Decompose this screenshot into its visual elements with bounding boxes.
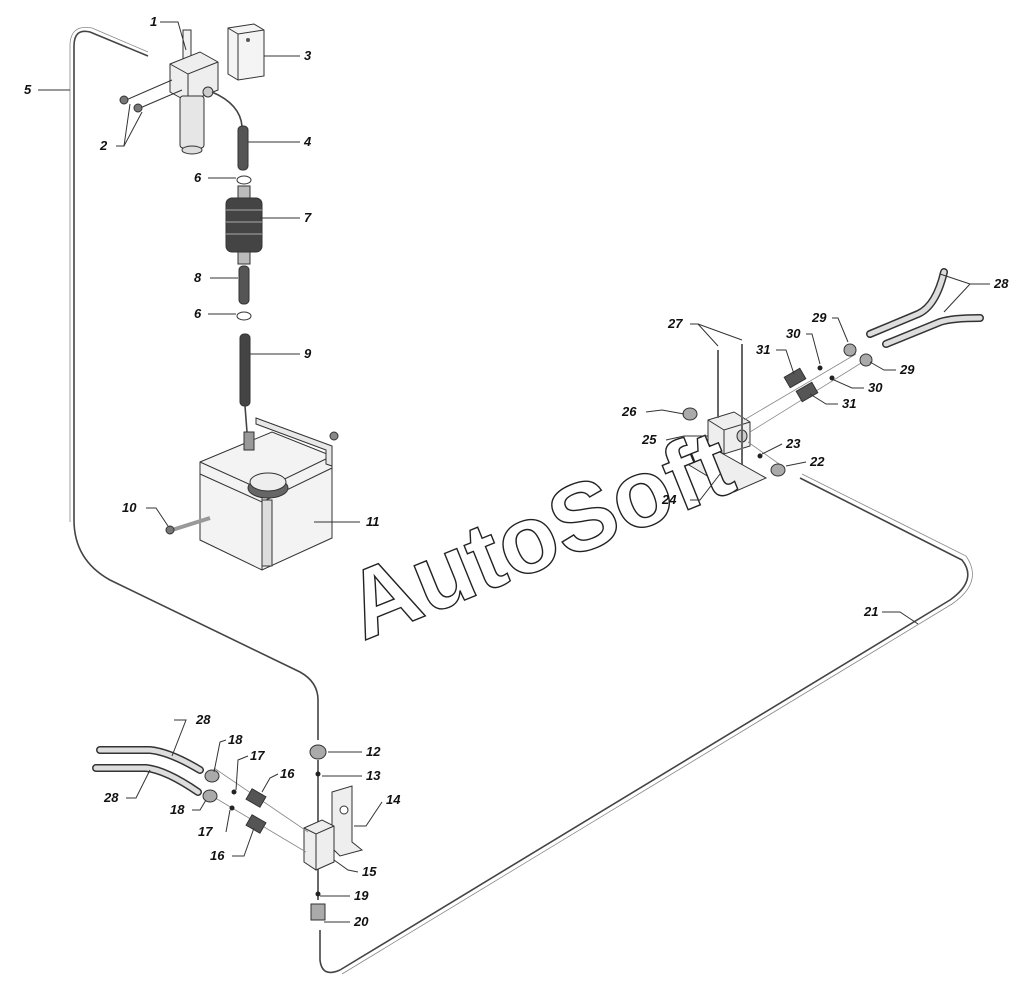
callout-30-upper: 30 [786, 326, 801, 341]
bracket-part-24 [682, 449, 768, 493]
callout-26: 26 [621, 404, 637, 419]
watermark-text: AutoSoft [331, 409, 747, 660]
callout-14: 14 [386, 792, 401, 807]
fuel-line-9-to-tank [244, 405, 248, 433]
bracket-part-14 [331, 785, 364, 857]
nut-part-29-a [843, 343, 857, 357]
callout-21: 21 [863, 604, 878, 619]
fitting-part-16-a [245, 788, 267, 808]
hose-part-9 [239, 333, 251, 407]
fuel-tank-part-11 [199, 417, 339, 571]
hose-part-4 [237, 125, 249, 171]
clamp-part-6-upper [236, 175, 252, 185]
tube-5 [73, 30, 319, 740]
callout-2: 2 [99, 138, 108, 153]
callout-25: 25 [641, 432, 657, 447]
hose-part-8 [238, 265, 250, 305]
callout-5: 5 [24, 82, 32, 97]
nut-part-18-b [202, 789, 218, 803]
bolts-part-2 [119, 79, 183, 113]
callout-28-left-bottom: 28 [103, 790, 119, 805]
callout-28-left-top: 28 [195, 712, 211, 727]
callout-23: 23 [785, 436, 801, 451]
nut-part-20 [310, 903, 326, 921]
washer-part-19 [315, 891, 321, 897]
callout-29-lower: 29 [899, 362, 915, 377]
fitting-part-31-b [795, 381, 819, 403]
plate-part-3 [227, 23, 265, 81]
callout-19: 19 [354, 888, 369, 903]
callout-13: 13 [366, 768, 381, 783]
valve-part-15 [303, 819, 335, 871]
callout-17-lower: 17 [198, 824, 213, 839]
callout-22: 22 [809, 454, 825, 469]
callout-10: 10 [122, 500, 137, 515]
callout-18-lower: 18 [170, 802, 185, 817]
callout-18-upper: 18 [228, 732, 243, 747]
leader-lines [38, 21, 990, 923]
tube-21 [339, 477, 969, 971]
callout-24: 24 [661, 492, 677, 507]
callout-28-right: 28 [993, 276, 1009, 291]
callout-27: 27 [667, 316, 683, 331]
callout-3: 3 [304, 48, 312, 63]
callout-16-upper: 16 [280, 766, 295, 781]
clamp-part-6-lower [236, 311, 252, 321]
callout-31-upper: 31 [756, 342, 770, 357]
fuel-line-head-to-hose [211, 91, 243, 127]
callout-16-lower: 16 [210, 848, 225, 863]
callout-17-upper: 17 [250, 748, 265, 763]
callout-6-upper: 6 [194, 170, 202, 185]
washer-part-13 [315, 771, 321, 777]
washer-part-17-b [229, 805, 235, 811]
nut-part-29-b [859, 353, 873, 367]
tube-bottom-loop [319, 930, 341, 974]
fuel-filter-part-7 [225, 185, 263, 265]
bolt-part-10 [165, 516, 211, 535]
callout-9: 9 [304, 346, 312, 361]
washer-part-30-a [817, 365, 823, 371]
fitting-part-31-a [783, 367, 807, 389]
callout-15: 15 [362, 864, 377, 879]
callout-1: 1 [150, 14, 157, 29]
washer-part-17-a [231, 789, 237, 795]
callout-7: 7 [304, 210, 312, 225]
callout-31-lower: 31 [842, 396, 856, 411]
callout-11: 11 [366, 514, 380, 529]
callout-4: 4 [303, 134, 312, 149]
callout-30-lower: 30 [868, 380, 883, 395]
fitting-part-16-b [245, 814, 267, 834]
callout-20: 20 [353, 914, 369, 929]
line-to-22 [747, 441, 783, 467]
line-right-upper [743, 353, 857, 421]
filter-head-part-1 [169, 29, 219, 155]
tube-5-inner [69, 27, 149, 522]
nut-part-22 [770, 463, 786, 477]
nut-part-12 [309, 744, 327, 760]
washer-part-30-b [829, 375, 835, 381]
callout-8: 8 [194, 270, 202, 285]
tube-21-inner [341, 473, 973, 975]
callout-29-upper: 29 [811, 310, 827, 325]
callout-6-lower: 6 [194, 306, 202, 321]
washer-part-23 [757, 453, 763, 459]
nut-part-18-a [204, 769, 220, 783]
callout-12: 12 [366, 744, 381, 759]
